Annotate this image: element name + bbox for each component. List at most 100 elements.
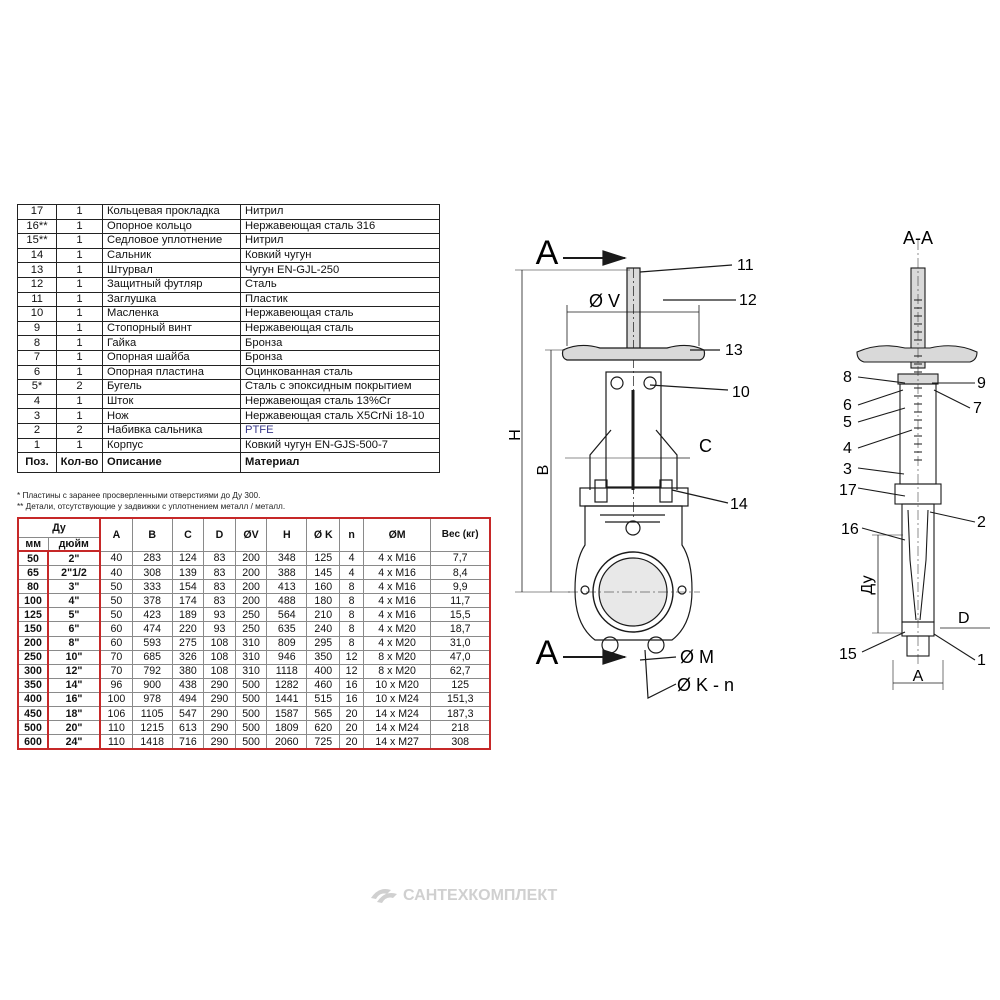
part-description: Защитный футляр	[102, 276, 241, 293]
watermark-logo: САНТЕХКОМПЛЕКТ	[371, 887, 557, 904]
part-qty: 1	[56, 349, 103, 366]
part-material: Сталь с эпоксидным покрытием	[240, 379, 440, 395]
dims-cell: 108	[203, 635, 236, 651]
dims-cell: 218	[430, 720, 491, 736]
part-material: Нитрил	[240, 204, 440, 220]
dims-cell: 139	[171, 565, 205, 581]
dn-mm-cell: 450	[17, 706, 49, 722]
dims-cell: 83	[203, 550, 236, 567]
part-qty: 1	[56, 218, 103, 235]
dims-cell: 333	[131, 579, 173, 595]
dn-inch-cell: 3"	[47, 579, 101, 595]
dims-cell: 4 x M20	[362, 621, 432, 637]
dims-cell: 295	[306, 635, 341, 651]
dims-header-cell: Вес (кг)	[430, 517, 491, 552]
dims-cell: 187,3	[430, 706, 491, 722]
dims-cell: 620	[306, 720, 341, 736]
part-description: Стопорный винт	[102, 320, 241, 337]
dims-cell: 50	[99, 607, 133, 623]
part-description: Корпус	[102, 437, 241, 454]
dims-cell: 47,0	[430, 649, 491, 665]
dims-cell: 62,7	[430, 663, 491, 679]
dims-header-cell: n	[339, 517, 364, 552]
dims-cell: 1282	[266, 677, 308, 693]
dims-cell: 125	[306, 550, 341, 567]
parts-header-cell: Кол-во	[56, 452, 103, 474]
dims-cell: 151,3	[430, 691, 491, 708]
dn-inch-cell: 4"	[47, 593, 101, 609]
dims-cell: 200	[234, 550, 268, 567]
dims-cell: 8	[339, 579, 364, 595]
dims-cell: 31,0	[430, 635, 491, 651]
dims-cell: 310	[234, 649, 268, 665]
dn-mm-cell: 600	[17, 734, 49, 750]
dims-cell: 378	[131, 593, 173, 609]
dims-cell: 494	[171, 691, 205, 708]
dims-cell: 7,7	[430, 550, 491, 567]
dims-cell: 290	[203, 691, 236, 708]
dn-inch-cell: 20"	[47, 720, 101, 736]
part-position: 5*	[17, 379, 57, 395]
dn-inch-cell: 2"	[47, 550, 101, 567]
dims-cell: 50	[99, 593, 133, 609]
dn-mm-cell: 65	[17, 565, 49, 581]
section-mark-bottom: A	[536, 634, 559, 672]
callout-1: 1	[977, 652, 986, 669]
part-description: Опорная шайба	[102, 349, 241, 366]
section-title: A-A	[903, 228, 933, 248]
dims-cell: 4	[339, 550, 364, 567]
dims-cell: 250	[234, 607, 268, 623]
dims-cell: 350	[306, 649, 341, 665]
handwheel	[561, 344, 706, 361]
dims-cell: 685	[131, 649, 173, 665]
dim-kn-label: Ø K - n	[677, 675, 734, 695]
dims-cell: 2060	[266, 734, 308, 750]
dims-cell: 8	[339, 621, 364, 637]
dims-cell: 1441	[266, 691, 308, 708]
dims-cell: 500	[234, 677, 268, 693]
part-description: Масленка	[102, 306, 241, 322]
dims-cell: 500	[234, 720, 268, 736]
dims-cell: 110	[99, 734, 133, 750]
dims-cell: 460	[306, 677, 341, 693]
callout-17: 17	[839, 482, 857, 499]
dims-cell: 613	[171, 720, 205, 736]
dn-mm-cell: 150	[17, 621, 49, 637]
parts-header-cell: Поз.	[17, 452, 57, 474]
part-description: Сальник	[102, 247, 241, 264]
dn-mm-cell: 350	[17, 677, 49, 693]
part-qty: 2	[56, 379, 103, 395]
dims-cell: 9,9	[430, 579, 491, 595]
dims-cell: 290	[203, 734, 236, 750]
dims-cell: 565	[306, 706, 341, 722]
side-view-drawing: A-A Ду D A 8 6 5 4 3 17 16 15 9 7 2 1	[839, 228, 990, 690]
part-qty: 1	[56, 335, 103, 351]
dims-cell: 4 x M16	[362, 579, 432, 595]
dims-cell: 8 x M20	[362, 663, 432, 679]
callout-14: 14	[730, 496, 748, 513]
dims-cell: 547	[171, 706, 205, 722]
dims-cell: 809	[266, 635, 308, 651]
dims-cell: 14 x M24	[362, 706, 432, 722]
dims-cell: 725	[306, 734, 341, 750]
dims-cell: 500	[234, 691, 268, 708]
parts-header-cell: Материал	[240, 452, 440, 474]
callout-6: 6	[843, 397, 852, 414]
dn-inch-cell: 12"	[47, 663, 101, 679]
dn-mm-cell: 250	[17, 649, 49, 665]
